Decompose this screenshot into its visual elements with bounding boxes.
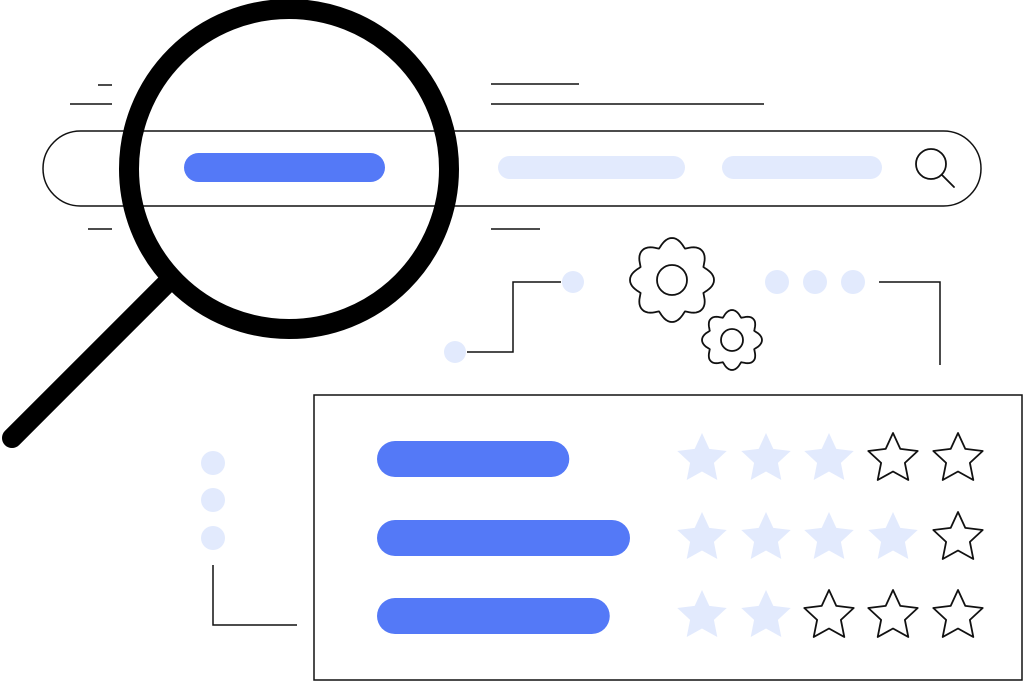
decorative-lines — [70, 83, 764, 230]
result-row[interactable] — [377, 511, 984, 560]
star-rating — [677, 432, 984, 481]
star-filled-icon — [677, 512, 727, 559]
star-filled-icon — [741, 590, 791, 637]
star-empty-icon — [932, 589, 984, 638]
star-rating — [677, 511, 984, 560]
connector-left — [444, 271, 584, 363]
result-title-placeholder — [377, 598, 610, 634]
star-empty-icon — [867, 432, 919, 481]
search-icon[interactable] — [915, 148, 955, 188]
magnifying-glass-icon — [2, 0, 459, 448]
result-row[interactable] — [377, 589, 984, 638]
star-filled-icon — [677, 433, 727, 480]
star-filled-icon — [868, 512, 918, 559]
star-filled-icon — [804, 512, 854, 559]
result-title-placeholder — [377, 520, 630, 556]
connector-bottom-left — [201, 451, 297, 626]
result-row[interactable] — [377, 432, 984, 481]
star-filled-icon — [804, 433, 854, 480]
star-filled-icon — [677, 590, 727, 637]
result-title-placeholder — [377, 441, 570, 477]
connector-right — [765, 270, 941, 365]
search-query-placeholder — [184, 153, 385, 182]
star-empty-icon — [932, 432, 984, 481]
star-empty-icon — [803, 589, 855, 638]
star-empty-icon — [932, 511, 984, 560]
star-filled-icon — [741, 512, 791, 559]
gear-icon — [629, 237, 763, 371]
star-empty-icon — [867, 589, 919, 638]
star-rating — [677, 589, 984, 638]
search-suggestion-placeholder — [498, 156, 685, 179]
star-filled-icon — [741, 433, 791, 480]
search-suggestion-placeholder — [722, 156, 882, 179]
results-panel — [313, 394, 1023, 681]
search-bar[interactable] — [42, 130, 982, 207]
